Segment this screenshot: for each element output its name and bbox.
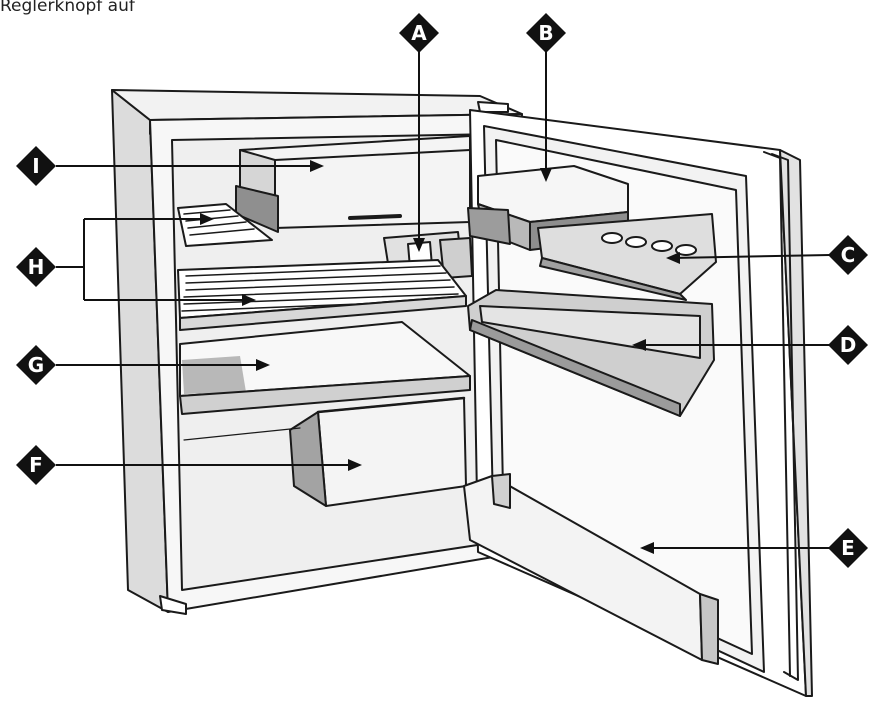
callout-label-H: H xyxy=(28,255,45,279)
leader-line-H xyxy=(56,218,250,301)
callout-marker-I: I xyxy=(16,146,56,186)
callout-marker-F: F xyxy=(16,445,56,485)
callout-label-G: G xyxy=(28,353,44,377)
arrowhead-D xyxy=(632,339,646,351)
arrowhead-H-lower xyxy=(242,294,256,306)
arrowhead-I xyxy=(310,160,324,172)
callout-label-F: F xyxy=(29,453,43,477)
callout-marker-A: A xyxy=(399,13,439,53)
callout-label-D: D xyxy=(840,333,857,357)
arrowhead-H-upper xyxy=(200,213,214,225)
callout-label-C: C xyxy=(841,243,856,267)
arrowhead-A xyxy=(413,238,425,252)
callout-marker-D: D xyxy=(828,325,868,365)
arrowhead-G xyxy=(256,359,270,371)
callout-label-A: A xyxy=(411,21,427,45)
arrowhead-C xyxy=(666,252,680,264)
callout-marker-H: H xyxy=(16,247,56,287)
callout-marker-E: E xyxy=(828,528,868,568)
callout-label-I: I xyxy=(32,154,39,178)
callout-marker-B: B xyxy=(526,13,566,53)
caption-text: Reglerknopf auf xyxy=(0,0,135,16)
callout-marker-G: G xyxy=(16,345,56,385)
arrowhead-F xyxy=(348,459,362,471)
callout-label-E: E xyxy=(841,536,855,560)
arrowhead-B xyxy=(540,168,552,182)
leader-line-C xyxy=(671,254,831,259)
callout-label-B: B xyxy=(538,21,553,45)
arrowhead-E xyxy=(640,542,654,554)
callout-marker-C: C xyxy=(828,235,868,275)
